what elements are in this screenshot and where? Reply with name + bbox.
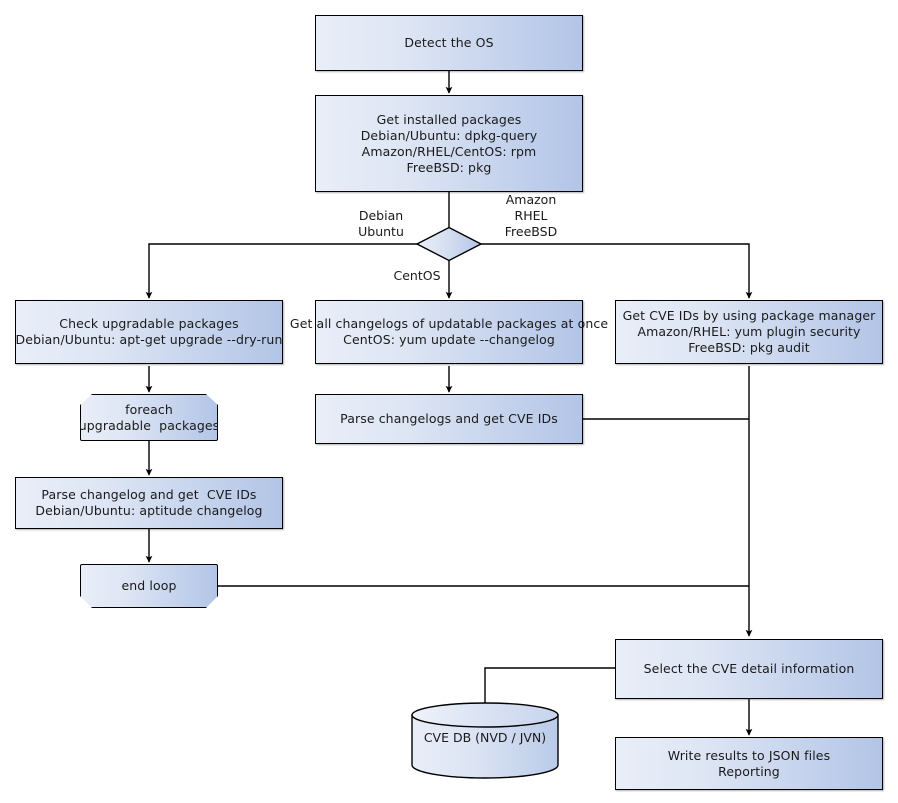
node-foreach-loop-label: foreach upgradable packages	[78, 401, 220, 433]
node-cve-db-label: CVE DB (NVD / JVN)	[423, 730, 547, 745]
node-write-results-label: Write results to JSON files Reporting	[667, 747, 831, 779]
node-get-all-changelogs[interactable]: Get all changelogs of updatable packages…	[290, 300, 608, 364]
node-select-cve-detail[interactable]: Select the CVE detail information	[615, 639, 883, 699]
node-select-cve-detail-label: Select the CVE detail information	[643, 661, 855, 676]
node-os-decision[interactable]	[415, 226, 483, 262]
node-cve-db[interactable]	[410, 702, 560, 779]
edge-label-centos: CentOS	[393, 268, 441, 283]
node-get-installed-packages[interactable]: Get installed packages Debian/Ubuntu: dp…	[315, 95, 583, 192]
node-write-results[interactable]: Write results to JSON files Reporting	[615, 737, 883, 790]
node-check-upgradable[interactable]: Check upgradable packages Debian/Ubuntu:…	[15, 300, 283, 364]
node-end-loop[interactable]: end loop	[80, 564, 218, 608]
edge-label-debian-ubuntu: Debian Ubuntu	[358, 208, 404, 239]
node-parse-changelogs-centos[interactable]: Parse changelogs and get CVE IDs	[315, 394, 583, 444]
edge-label-amazon-rhel-freebsd: Amazon RHEL FreeBSD	[504, 192, 558, 239]
node-detect-os-label: Detect the OS	[404, 35, 494, 50]
node-parse-changelog-debian-label: Parse changelog and get CVE IDs Debian/U…	[35, 487, 263, 518]
node-detect-os[interactable]: Detect the OS	[315, 15, 583, 71]
node-get-all-changelogs-label: Get all changelogs of updatable packages…	[289, 316, 609, 347]
node-end-loop-label: end loop	[121, 578, 177, 593]
node-get-installed-packages-label: Get installed packages Debian/Ubuntu: dp…	[360, 111, 538, 175]
edge-decision-left	[145, 243, 419, 299]
node-check-upgradable-label: Check upgradable packages Debian/Ubuntu:…	[15, 316, 283, 347]
node-get-cve-ids-pkg-manager[interactable]: Get CVE IDs by using package manager Ama…	[615, 300, 883, 364]
node-foreach-loop[interactable]: foreach upgradable packages	[80, 394, 218, 441]
edge-decision-right	[479, 243, 753, 299]
edge-select-to-db	[484, 667, 615, 705]
node-parse-changelogs-centos-label: Parse changelogs and get CVE IDs	[340, 411, 558, 426]
node-get-cve-ids-pkg-manager-label: Get CVE IDs by using package manager Ama…	[622, 308, 876, 355]
node-parse-changelog-debian[interactable]: Parse changelog and get CVE IDs Debian/U…	[15, 477, 283, 529]
